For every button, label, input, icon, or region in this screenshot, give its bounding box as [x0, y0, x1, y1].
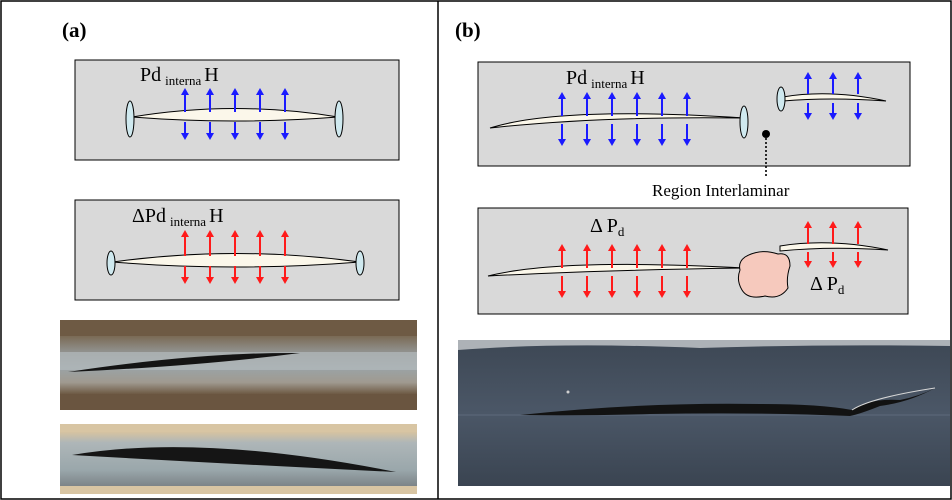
pressure-arrow: [633, 244, 641, 298]
diagram-box: [477, 61, 911, 167]
label-main: Pd: [566, 67, 587, 89]
pressure-arrow: [583, 244, 591, 298]
pressure-arrow: [558, 92, 566, 146]
pressure-arrow: [206, 88, 214, 140]
pressure-arrow: [804, 221, 812, 268]
pressure-arrow: [281, 88, 289, 140]
panel-b-diagram-delta-pressure: Δ Pd Δ Pd: [477, 207, 909, 315]
pressure-arrow: [231, 230, 239, 284]
pressure-arrow: [633, 92, 641, 146]
crack-shape: [72, 447, 396, 472]
pressure-arrow: [256, 230, 264, 284]
pressure-arrow: [181, 230, 189, 284]
pressure-arrow: [281, 230, 289, 284]
delta-pd-label-right: Δ Pd: [810, 273, 845, 297]
diagram-box: [74, 199, 400, 301]
crack-end-cap-right: [355, 250, 365, 276]
region-interlaminar-label: Region Interlaminar: [652, 181, 790, 200]
crack-shape-secondary: [782, 93, 887, 102]
crack-end-cap: [739, 105, 749, 139]
pressure-arrow: [608, 92, 616, 146]
pressure-arrow: [658, 244, 666, 298]
pressure-arrows: [181, 88, 289, 140]
crack-end-cap-left: [106, 250, 116, 276]
label-sub: d: [618, 224, 625, 239]
label-sub: d: [838, 282, 845, 297]
label-sub: interna: [170, 214, 206, 229]
pressure-arrow: [683, 92, 691, 146]
pressure-arrow: [558, 244, 566, 298]
panel-a-label: (a): [62, 18, 87, 42]
pressure-arrow: [583, 92, 591, 146]
pressure-arrows: [558, 221, 862, 298]
panel-b-photo: [458, 340, 950, 486]
interlaminar-point: [762, 130, 770, 138]
crack-end-cap: [776, 86, 786, 112]
label-main: Pd: [140, 64, 161, 86]
delta-pd-label-top: Δ Pd: [590, 215, 625, 239]
crack-end-cap-left: [125, 100, 135, 138]
pressure-arrow: [683, 244, 691, 298]
pressure-arrow: [256, 88, 264, 140]
pressure-arrow: [658, 92, 666, 146]
pressure-arrow: [829, 221, 837, 268]
label-tail: H: [209, 205, 223, 227]
crack-shape-secondary: [779, 242, 889, 252]
pressure-arrows: [558, 72, 862, 146]
label-sub: interna: [591, 76, 627, 91]
pressure-arrow: [804, 72, 812, 120]
pressure-arrow: [231, 88, 239, 140]
pressure-arrow: [608, 244, 616, 298]
panel-a-photo-2: [60, 424, 417, 494]
crack-shape: [68, 352, 300, 372]
label-main: Δ P: [590, 215, 618, 237]
crack-end-cap-right: [334, 100, 344, 138]
interlaminar-damage-blob: [737, 251, 791, 298]
crack-shape: [520, 388, 935, 416]
label-tail: H: [204, 64, 218, 86]
label-main: Δ P: [810, 273, 838, 295]
panel-a-photo-1: [60, 320, 417, 410]
pressure-arrow: [829, 72, 837, 120]
pressure-arrows: [181, 230, 289, 284]
label-main: ΔPd: [132, 205, 166, 227]
pressure-arrow: [206, 230, 214, 284]
diagram-box: [477, 207, 909, 315]
pressure-arrow: [854, 221, 862, 268]
label-sub: interna: [165, 73, 201, 88]
pressure-arrow: [854, 72, 862, 120]
label-tail: H: [630, 67, 644, 89]
pressure-arrow: [181, 88, 189, 140]
panel-b-label: (b): [455, 18, 481, 42]
